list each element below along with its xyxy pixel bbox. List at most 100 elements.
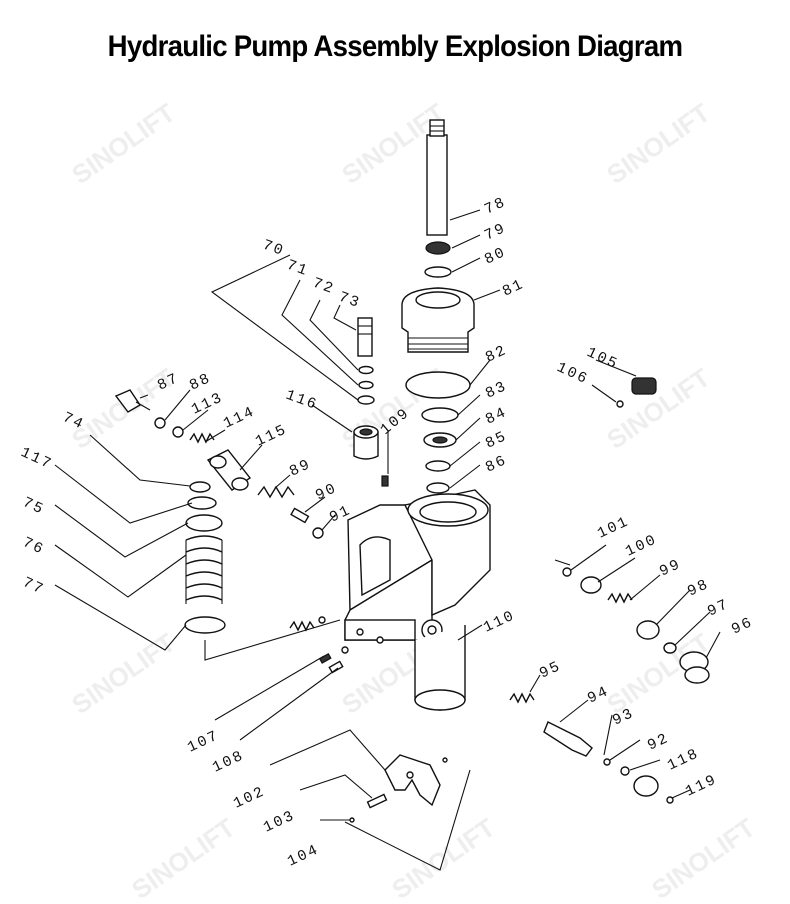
o-ring <box>189 481 211 493</box>
o-ring <box>358 365 374 375</box>
check-valve-housing <box>206 449 252 491</box>
part-number-71: 71 <box>284 257 311 281</box>
o-ring <box>358 380 374 390</box>
seal <box>421 407 459 423</box>
o-ring <box>424 266 452 278</box>
o-ring <box>318 616 326 624</box>
part-number-81: 81 <box>500 276 527 301</box>
part-number-85: 85 <box>483 428 510 453</box>
pin <box>318 652 332 664</box>
washer <box>187 496 217 510</box>
part-number-84: 84 <box>483 404 510 429</box>
part-number-77: 77 <box>20 574 47 599</box>
washer <box>426 482 450 494</box>
part-number-117: 117 <box>18 444 55 473</box>
release-rod <box>543 721 593 757</box>
part-number-83: 83 <box>483 378 510 403</box>
part-number-92: 92 <box>645 730 672 755</box>
part-number-75: 75 <box>20 494 47 519</box>
o-ring <box>172 426 184 438</box>
part-number-104: 104 <box>285 841 322 870</box>
washer <box>185 514 223 532</box>
o-ring <box>663 642 677 654</box>
part-number-115: 115 <box>253 421 290 450</box>
watermark: SINOLIFT <box>126 812 240 904</box>
small-screw <box>381 475 389 487</box>
bushing <box>425 241 451 255</box>
cylinder-cap <box>401 287 475 353</box>
part-number-107: 107 <box>185 727 222 756</box>
part-number-116: 116 <box>283 387 320 414</box>
part-number-82: 82 <box>483 342 510 367</box>
pump-body <box>344 489 491 711</box>
o-ring <box>620 766 630 776</box>
spring-seat <box>184 616 226 634</box>
o-ring <box>154 417 166 429</box>
leader-lines <box>54 209 721 871</box>
pin-90 <box>290 507 310 524</box>
part-number-78: 78 <box>482 194 509 219</box>
washer <box>666 796 674 804</box>
watermark: SINOLIFT <box>66 627 180 720</box>
o-ring <box>603 758 611 766</box>
o-ring <box>616 400 624 408</box>
part-number-99: 99 <box>657 556 684 581</box>
pin <box>328 660 344 674</box>
piston-rod <box>426 119 448 236</box>
watermark: SINOLIFT <box>66 97 180 190</box>
valve-seat <box>580 576 602 594</box>
part-number-98: 98 <box>685 576 712 601</box>
part-number-73: 73 <box>336 289 363 313</box>
part-number-110: 110 <box>481 607 518 636</box>
watermark: SINOLIFT <box>646 812 760 904</box>
valve-pin <box>357 317 373 357</box>
small-spring <box>289 620 315 632</box>
plug-screw <box>631 377 657 395</box>
diagram-title: Hydraulic Pump Assembly Explosion Diagra… <box>107 30 683 63</box>
part-number-76: 76 <box>20 534 47 559</box>
small-spring <box>189 432 215 444</box>
part-number-100: 100 <box>623 531 660 560</box>
valve-bushing <box>353 425 379 460</box>
part-number-80: 80 <box>482 244 509 269</box>
o-ring <box>357 395 375 405</box>
part-number-97: 97 <box>705 596 732 621</box>
part-number-114: 114 <box>221 403 258 432</box>
part-number-103: 103 <box>261 807 298 836</box>
valve-spring <box>607 592 633 604</box>
part-number-105: 105 <box>584 344 621 373</box>
part-number-89: 89 <box>287 456 314 481</box>
part-number-102: 102 <box>231 783 268 812</box>
part-number-72: 72 <box>310 275 337 299</box>
washer <box>425 460 451 472</box>
spring-89 <box>257 485 295 499</box>
part-number-101: 101 <box>595 513 632 542</box>
parts-layer <box>114 119 710 823</box>
part-number-119: 119 <box>683 771 720 800</box>
part-number-79: 79 <box>482 220 509 245</box>
part-number-70: 70 <box>260 237 287 261</box>
lever-bracket <box>384 754 441 807</box>
spring-95 <box>509 692 535 704</box>
part-number-96: 96 <box>729 614 756 639</box>
cup-seal <box>423 432 457 448</box>
part-number-86: 86 <box>483 452 510 477</box>
part-number-106: 106 <box>554 359 591 388</box>
steel-ball <box>312 527 324 539</box>
return-spring <box>185 535 223 604</box>
large-o-ring <box>405 371 471 399</box>
part-number-95: 95 <box>537 658 564 683</box>
nut <box>633 775 659 797</box>
pin <box>366 793 388 809</box>
valve-plug <box>636 620 660 640</box>
watermark: SINOLIFT <box>601 97 715 190</box>
clip <box>349 817 355 823</box>
part-number-118: 118 <box>665 745 702 774</box>
part-number-90: 90 <box>313 480 340 505</box>
release-valve-screw <box>679 651 710 684</box>
part-number-108: 108 <box>210 747 247 776</box>
o-ring <box>341 646 349 654</box>
steel-ball <box>562 567 572 577</box>
part-number-88: 88 <box>187 370 214 395</box>
